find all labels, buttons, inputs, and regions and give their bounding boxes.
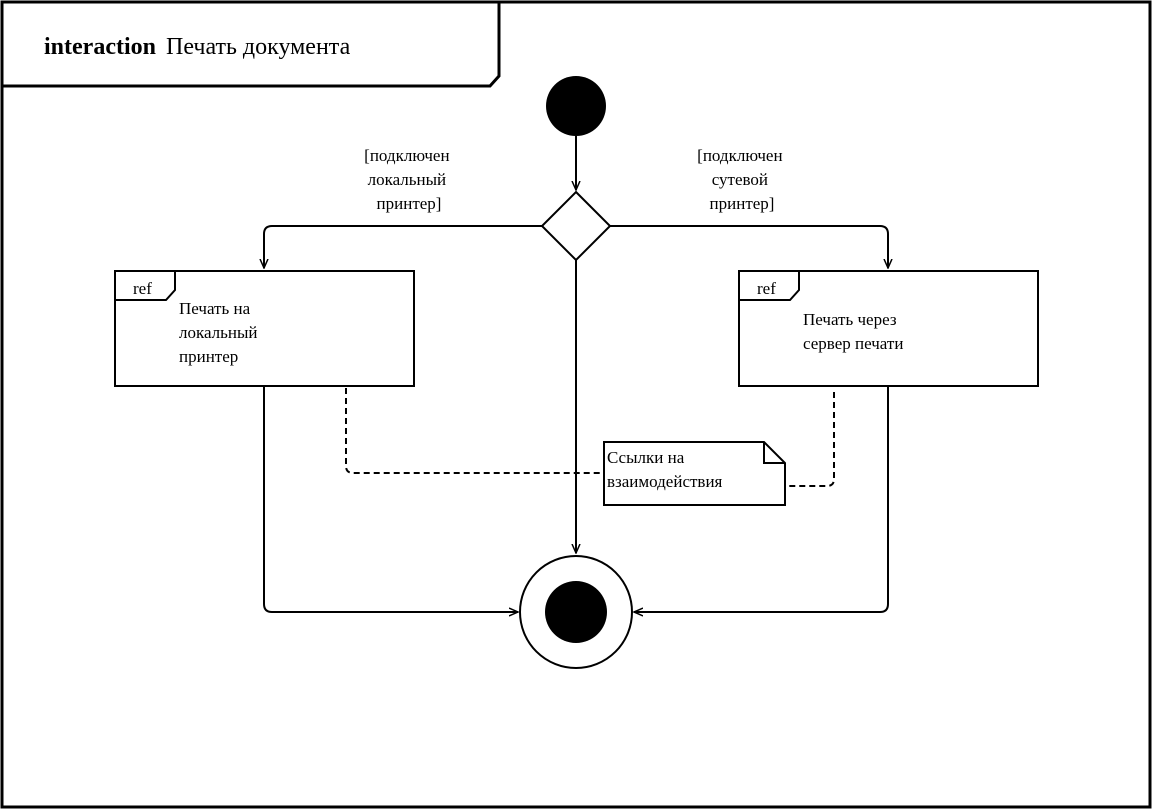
frame-title: interaction Печать документа	[44, 34, 351, 60]
frame-title-tab	[2, 2, 501, 88]
ref-label-right: Печать через сервер печати	[803, 310, 903, 353]
ref-local-printer: ref Печать на локальный принтер	[114, 270, 415, 387]
final-node	[519, 555, 633, 669]
ref-print-server: ref Печать через сервер печати	[738, 270, 1039, 387]
flow-left-ref-to-final	[263, 386, 518, 612]
frame-keyword: interaction	[44, 34, 156, 60]
note-text: Ссылки на взаимодействия	[607, 448, 723, 491]
guard-right: [подключен сутевой принтер]	[697, 146, 787, 213]
note-connector-right	[786, 392, 835, 487]
note-connector-left	[345, 388, 604, 474]
flow-decision-to-right-ref	[610, 225, 888, 268]
flow-decision-to-left-ref	[264, 225, 542, 268]
initial-node	[546, 76, 606, 136]
ref-keyword-left: ref	[133, 279, 152, 298]
decision-node	[540, 190, 612, 262]
comment-note: Ссылки на взаимодействия	[603, 441, 786, 506]
flow-right-ref-to-final	[634, 386, 889, 612]
frame-name: Печать документа	[166, 34, 351, 60]
ref-keyword-right: ref	[757, 279, 776, 298]
ref-label-left: Печать на локальный принтер	[179, 299, 262, 366]
guard-left: [подключен локальный принтер]	[364, 146, 454, 213]
